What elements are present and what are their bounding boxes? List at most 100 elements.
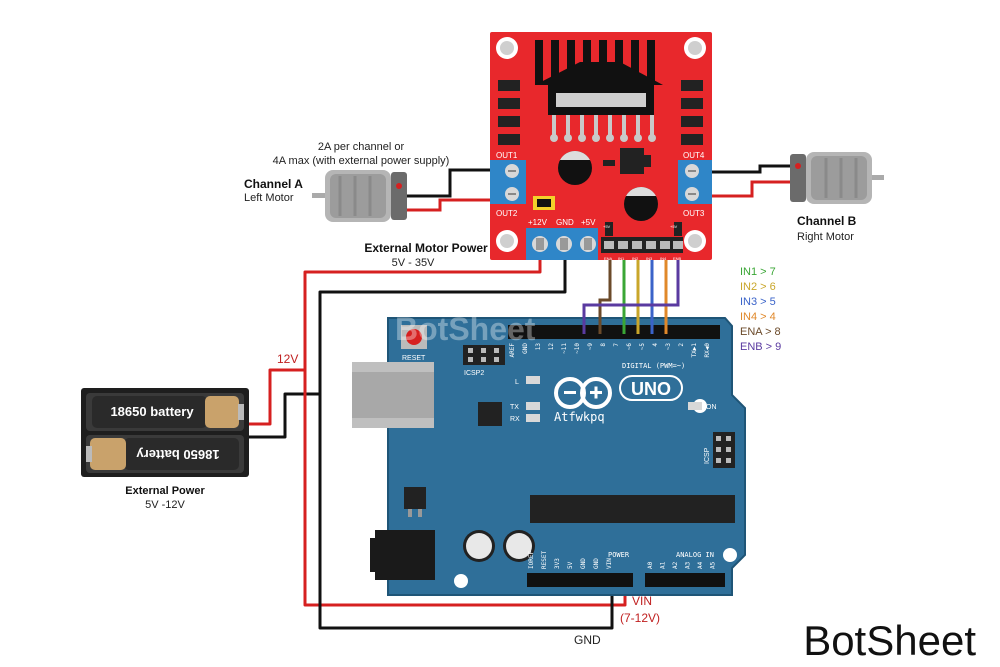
atmega-chip <box>530 495 735 523</box>
wire-ena <box>598 252 612 330</box>
pin-label: ~6 <box>626 343 633 351</box>
pin-label: IOREF <box>528 551 535 569</box>
power-wires <box>242 242 627 630</box>
pin-map-item: ENA > 8 <box>740 326 781 338</box>
wire-gnd-arduino <box>318 394 614 630</box>
channel-a-subtitle: Left Motor <box>244 192 294 204</box>
diodes <box>498 80 703 145</box>
external-power-title: External Power <box>125 485 205 497</box>
pin-label: 5V <box>567 561 574 569</box>
pin-label: ~3 <box>665 343 672 351</box>
pin-map-item: IN3 > 5 <box>740 296 776 308</box>
pin-label: 8 <box>600 343 607 347</box>
pin-label: VIN <box>606 558 613 569</box>
pin-label: RX◀0 <box>704 343 711 358</box>
heatsink <box>535 40 663 115</box>
reset-label: RESET <box>402 355 426 362</box>
terminal-out1-out2 <box>490 160 526 204</box>
pin-label: 2 <box>678 343 685 347</box>
led-rx-label: RX <box>510 416 520 423</box>
icsp-label: ICSP <box>704 447 711 464</box>
pin-map-item: IN1 > 7 <box>740 266 776 278</box>
current-note-line1: 2A per channel or <box>318 141 405 153</box>
battery-cell-bottom-label: 18650 battery <box>136 447 220 462</box>
barrel-jack <box>375 530 435 580</box>
wire-label-12v: 12V <box>277 352 298 366</box>
label-out2: OUT2 <box>496 209 518 218</box>
label-12v: +12V <box>528 218 548 227</box>
pin-label: 12 <box>548 343 555 351</box>
power-pin-labels: IOREF RESET 3V3 5V GND GND VIN <box>528 551 613 569</box>
wire-label-vin: VIN <box>632 594 652 608</box>
pin-label: TX▶1 <box>691 343 698 358</box>
digital-label: DIGITAL (PWM=~) <box>622 362 685 370</box>
pin-map-legend: IN1 > 7 IN2 > 6 IN3 > 5 IN4 > 4 ENA > 8 … <box>740 266 781 353</box>
label-small-5v-right: +5V <box>670 224 678 229</box>
pin-map-item: IN2 > 6 <box>740 281 776 293</box>
label-gnd: GND <box>556 218 574 227</box>
pin-label: ~10 <box>574 343 581 354</box>
pin-label: GND <box>580 558 587 569</box>
chip-legs <box>550 115 656 142</box>
pin-label: 4 <box>652 343 659 347</box>
header-pin-labels: ENA IN1 IN2 IN3 IN4 ENB <box>604 256 682 261</box>
pin-label: GND <box>593 558 600 569</box>
motor-a <box>312 168 490 222</box>
on-label: ON <box>706 404 717 411</box>
label-out3: OUT3 <box>683 209 705 218</box>
header-pin-label: IN2 <box>632 256 639 261</box>
pin-label: A2 <box>672 561 679 569</box>
header-pin-label: IN4 <box>660 256 667 261</box>
led-l-label: L <box>515 379 519 386</box>
battery-cell <box>92 396 207 428</box>
motor-power-range: 5V - 35V <box>392 257 435 269</box>
board-watermark: BotSheet <box>395 311 536 347</box>
analog-header <box>645 573 725 587</box>
power-terminal <box>526 228 598 260</box>
label-small-5v-left: +5V <box>603 224 611 229</box>
motor-power-title: External Motor Power <box>364 241 488 255</box>
header-pin-label: ENA <box>604 256 613 261</box>
battery-cell-top-label: 18650 battery <box>110 404 194 419</box>
pin-map-item: IN4 > 4 <box>740 311 776 323</box>
label-out4: OUT4 <box>683 151 705 160</box>
wire-label-vin-range: (7-12V) <box>620 611 660 625</box>
header-pin-label: IN1 <box>618 256 625 261</box>
label-5v: +5V <box>581 218 596 227</box>
pin-label: AREF <box>509 343 516 358</box>
pin-label: 3V3 <box>554 558 561 569</box>
wire-label-gnd: GND <box>574 633 601 647</box>
arduino-logo <box>554 375 683 409</box>
pin-label: 7 <box>613 343 620 347</box>
icsp2-label: ICSP2 <box>464 370 484 377</box>
channel-b-subtitle: Right Motor <box>797 231 854 243</box>
pin-label: ~9 <box>587 343 594 351</box>
led-tx-label: TX <box>510 404 519 411</box>
pin-label: RESET <box>541 551 548 569</box>
usb-chip <box>478 402 502 426</box>
pin-label: ~11 <box>561 343 568 354</box>
arduino-board: UNO Atfwkpq BotSheet RESET ICSP2 L TX RX… <box>352 311 746 596</box>
brand-text: Atfwkpq <box>554 410 605 424</box>
pin-label: A0 <box>647 561 654 569</box>
digital-header <box>508 325 720 339</box>
power-header <box>527 573 633 587</box>
header-pin-label: IN3 <box>646 256 653 261</box>
pin-label: A3 <box>685 561 692 569</box>
pin-label: ~5 <box>639 343 646 351</box>
uno-text: UNO <box>631 379 671 399</box>
channel-b-title: Channel B <box>797 214 857 228</box>
motor-driver-board: OUT1 OUT2 OUT4 OUT3 +12V GND +5V +5V +5V… <box>490 32 712 261</box>
external-power-range: 5V -12V <box>145 499 185 511</box>
label-out1: OUT1 <box>496 151 518 160</box>
pin-label: GND <box>522 343 529 354</box>
signal-wire-ends <box>582 316 668 334</box>
botsheet-logo: BotSheet <box>803 617 976 664</box>
pin-map-item: ENB > 9 <box>740 341 781 353</box>
header-pin-label: ENB <box>673 256 682 261</box>
analog-label: ANALOG IN <box>676 551 714 559</box>
pin-label: A4 <box>697 561 704 569</box>
control-header <box>601 222 683 253</box>
